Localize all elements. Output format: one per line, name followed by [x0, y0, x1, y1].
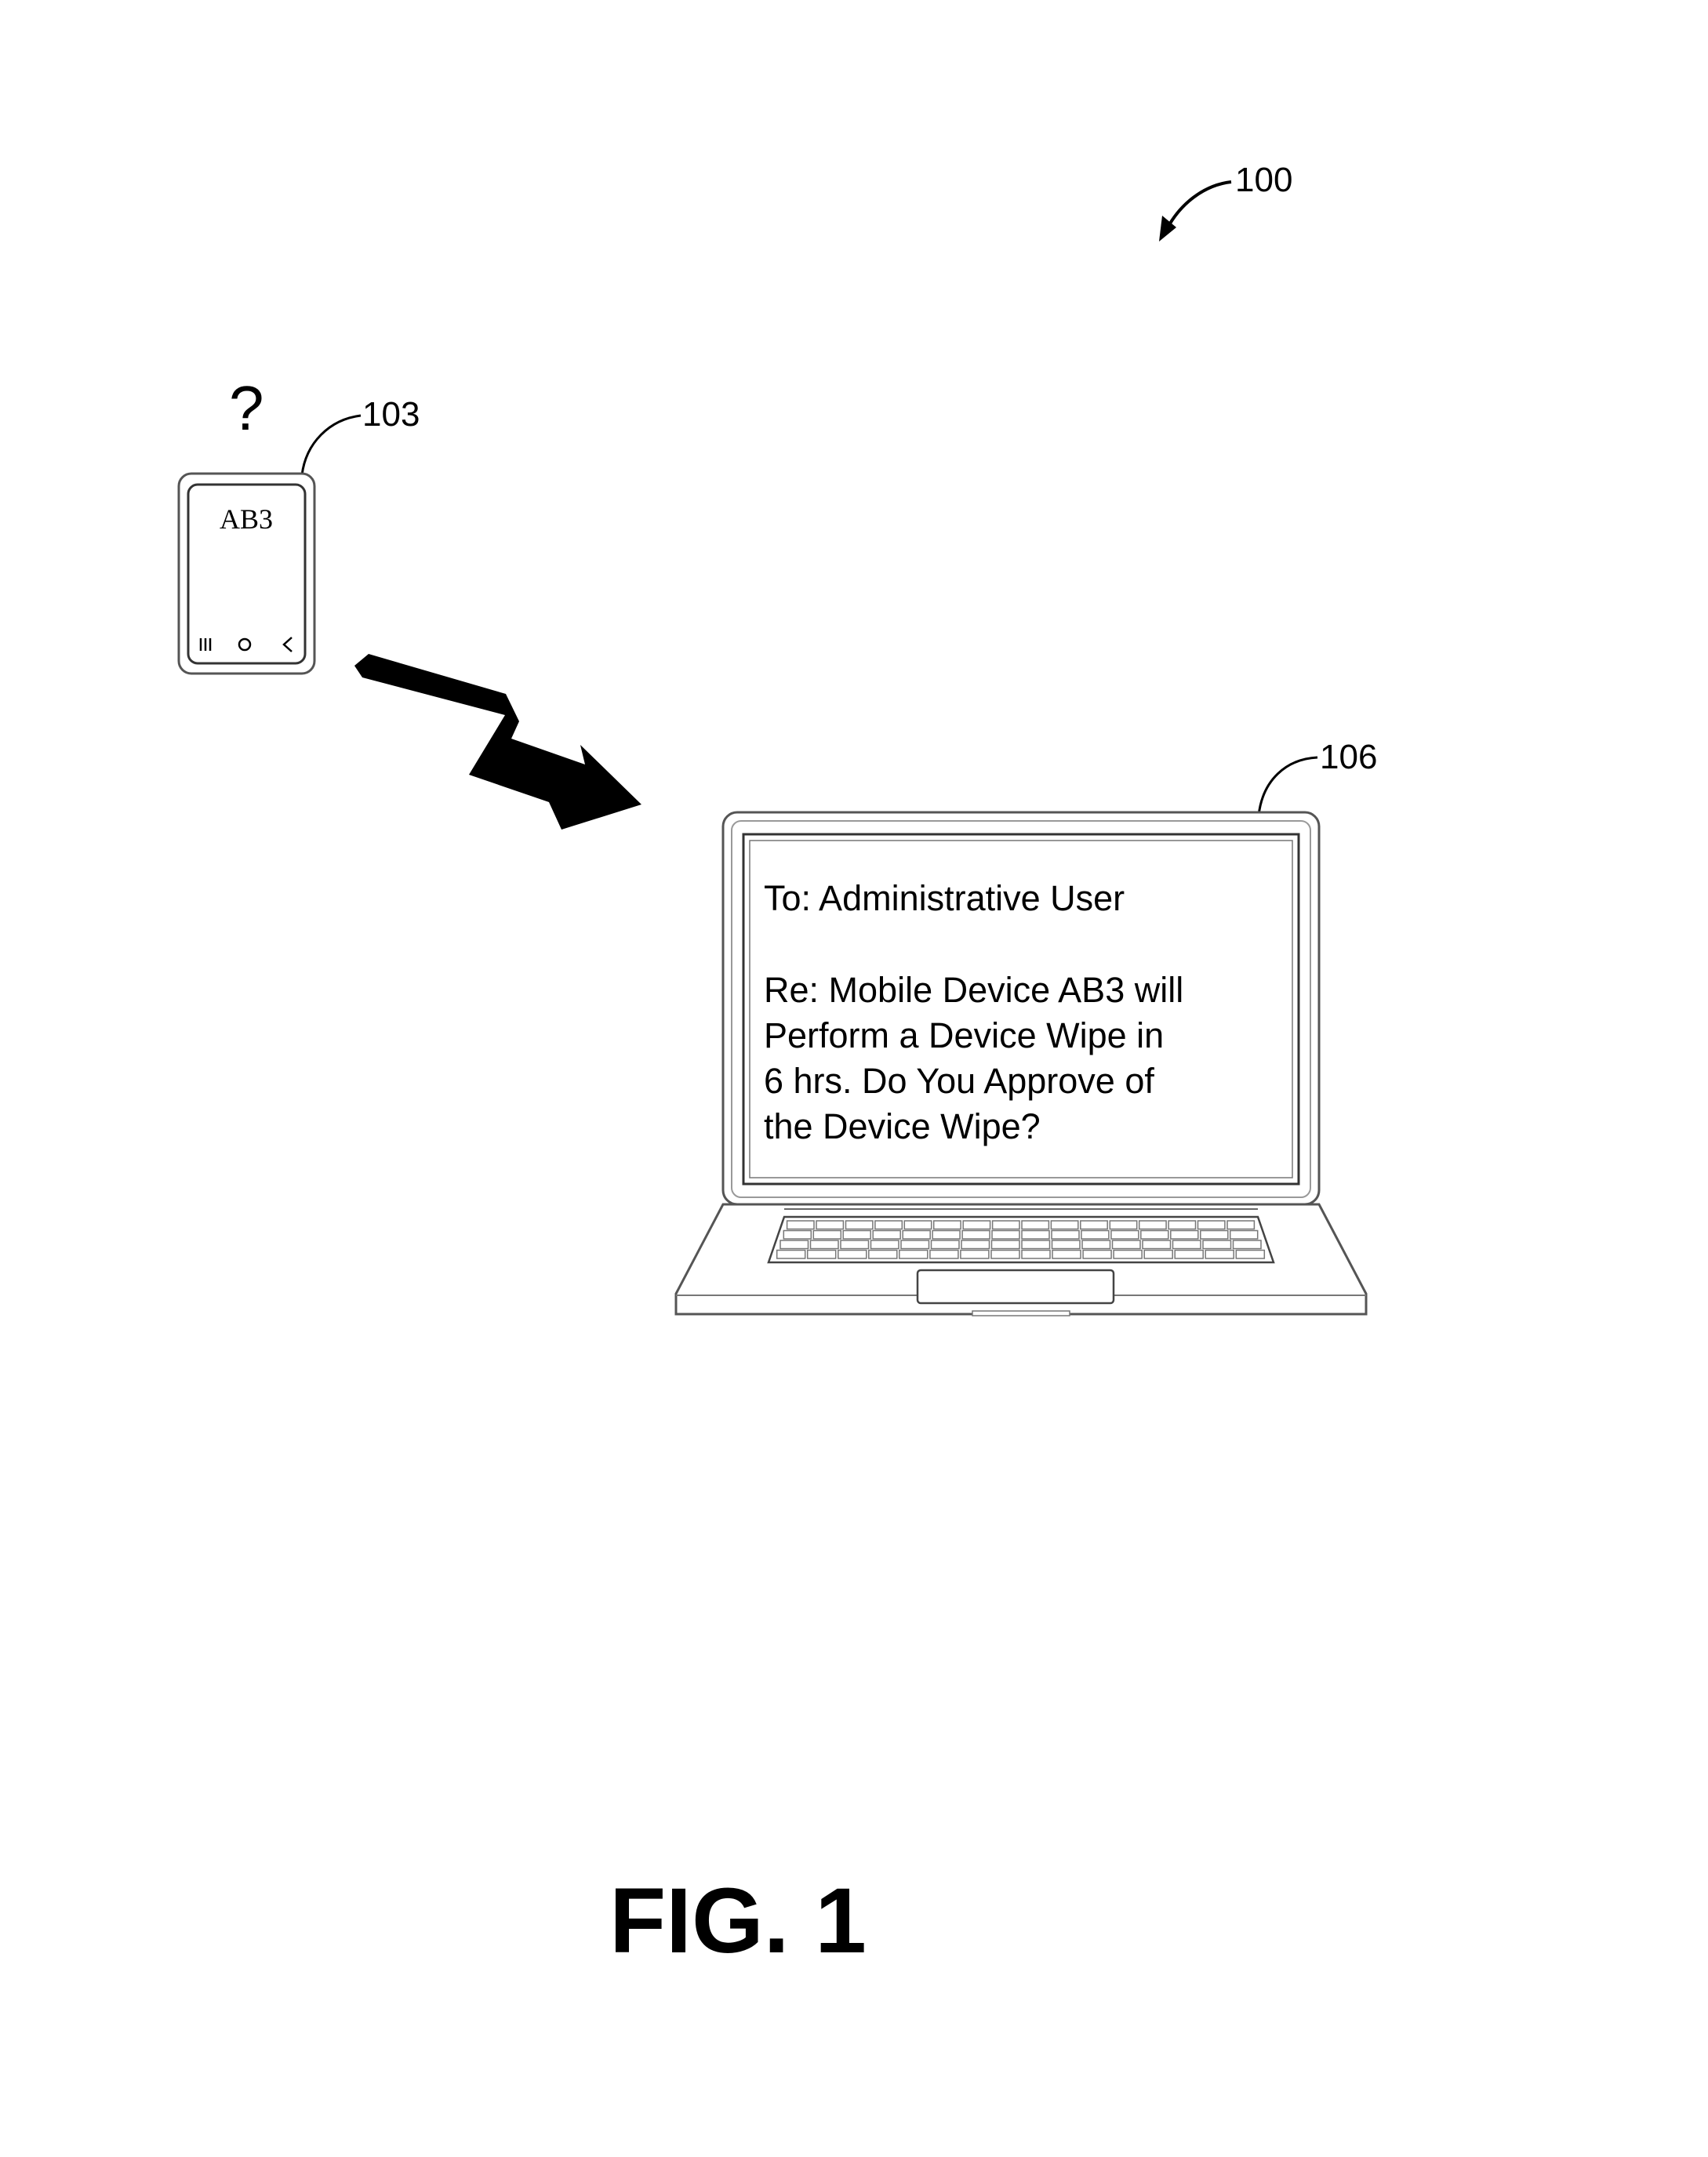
- keyboard-key: [1172, 1240, 1201, 1250]
- keyboard-key: [960, 1249, 990, 1259]
- keyboard-key: [1168, 1220, 1197, 1230]
- keyboard-key: [900, 1240, 930, 1250]
- laptop-trackpad: [916, 1269, 1115, 1305]
- keyboard-key: [1174, 1249, 1204, 1259]
- recent-apps-icon: [199, 638, 212, 651]
- keyboard-key: [899, 1249, 928, 1259]
- keyboard-key: [870, 1240, 899, 1250]
- keyboard-key: [1110, 1229, 1139, 1240]
- system-reference: 100: [1159, 161, 1292, 241]
- keyboard-key: [1138, 1220, 1167, 1230]
- email-to-line: To: Administrative User: [764, 878, 1125, 918]
- laptop-front-notch: [972, 1310, 1070, 1316]
- keyboard-key: [991, 1220, 1020, 1230]
- laptop-lid-inner: [731, 820, 1311, 1198]
- email-message-line-3: 6 hrs. Do You Approve of: [764, 1061, 1154, 1101]
- keyboard-key: [932, 1220, 961, 1230]
- keyboard-key: [1226, 1220, 1256, 1230]
- keyboard-key: [838, 1249, 867, 1259]
- laptop-leader-line: [1257, 756, 1318, 816]
- keyboard-key: [1200, 1229, 1229, 1240]
- keyboard-key: [1021, 1229, 1050, 1240]
- back-icon: [282, 637, 293, 652]
- keyboard-key: [868, 1249, 898, 1259]
- keyboard-key: [962, 1220, 991, 1230]
- keyboard-key: [840, 1240, 870, 1250]
- keyboard-key: [780, 1240, 809, 1250]
- keyboard-key: [1202, 1240, 1232, 1250]
- keyboard-key: [902, 1229, 931, 1240]
- keyboard-key: [1205, 1249, 1234, 1259]
- laptop-screen: [742, 833, 1300, 1186]
- keyboard-key: [903, 1220, 932, 1230]
- keyboard-key: [1082, 1249, 1112, 1259]
- keyboard-key: [874, 1220, 903, 1230]
- keyboard-key: [1081, 1229, 1110, 1240]
- keyboard-key: [961, 1240, 990, 1250]
- keyboard-key: [1143, 1249, 1173, 1259]
- keyboard-key: [1052, 1249, 1081, 1259]
- keyboard-key: [776, 1249, 806, 1259]
- keyboard-key: [1111, 1240, 1141, 1250]
- keyboard-key: [1170, 1229, 1199, 1240]
- email-message-line-4: the Device Wipe?: [764, 1106, 1041, 1146]
- keyboard-key: [872, 1229, 901, 1240]
- keyboard-key: [1021, 1249, 1051, 1259]
- mobile-device-name: AB3: [220, 503, 273, 535]
- keyboard-key: [932, 1229, 961, 1240]
- keyboard-key: [1229, 1229, 1259, 1240]
- mobile-device-leader-line: [300, 414, 362, 476]
- unknown-status-question-mark: ?: [229, 373, 264, 443]
- keyboard-key: [1235, 1249, 1266, 1259]
- mobile-device-screen: [187, 483, 307, 665]
- keyboard-key: [990, 1249, 1020, 1259]
- figure-caption: FIG. 1: [609, 1869, 867, 1973]
- lightning-arrow-icon: [354, 654, 641, 830]
- keyboard-key: [783, 1229, 812, 1240]
- keyboard-key: [990, 1240, 1020, 1250]
- laptop-keyboard: [767, 1215, 1275, 1264]
- keyboard-key: [786, 1220, 815, 1230]
- keyboard-key: [809, 1240, 839, 1250]
- mobile-device: ? 103 AB3: [177, 373, 420, 675]
- laptop-screen-inner: [749, 840, 1293, 1178]
- keyboard-key: [1051, 1240, 1081, 1250]
- keyboard-key: [806, 1249, 837, 1259]
- keyboard-key: [1081, 1240, 1111, 1250]
- keyboard-key: [930, 1240, 960, 1250]
- keyboard-key: [1197, 1220, 1226, 1230]
- keyboard-key: [1232, 1240, 1262, 1250]
- keyboard-key: [929, 1249, 959, 1259]
- mobile-device-reference-number: 103: [362, 395, 420, 434]
- keyboard-key: [1113, 1249, 1143, 1259]
- email-message-line-1: Re: Mobile Device AB3 will: [764, 970, 1183, 1010]
- keyboard-key: [1021, 1240, 1051, 1250]
- keyboard-key: [1051, 1229, 1080, 1240]
- home-icon: [238, 637, 252, 652]
- keyboard-key: [845, 1220, 874, 1230]
- keyboard-key: [1109, 1220, 1138, 1230]
- keyboard-key: [991, 1229, 1020, 1240]
- keyboard-key: [1140, 1229, 1169, 1240]
- laptop: 106 To: Administrative User Re: Mobile D…: [674, 738, 1377, 1316]
- system-leader-arrow: [1165, 180, 1232, 230]
- email-message-line-2: Perform a Device Wipe in: [764, 1015, 1164, 1055]
- keyboard-key: [961, 1229, 990, 1240]
- keyboard-key: [842, 1229, 871, 1240]
- keyboard-key: [816, 1220, 845, 1230]
- keyboard-key: [1021, 1220, 1050, 1230]
- system-reference-number: 100: [1235, 161, 1292, 199]
- laptop-reference-number: 106: [1320, 738, 1377, 776]
- keyboard-key: [1142, 1240, 1172, 1250]
- keyboard-key: [1050, 1220, 1079, 1230]
- keyboard-key: [812, 1229, 842, 1240]
- system-leader-arrowhead: [1159, 216, 1176, 241]
- keyboard-key: [1080, 1220, 1108, 1230]
